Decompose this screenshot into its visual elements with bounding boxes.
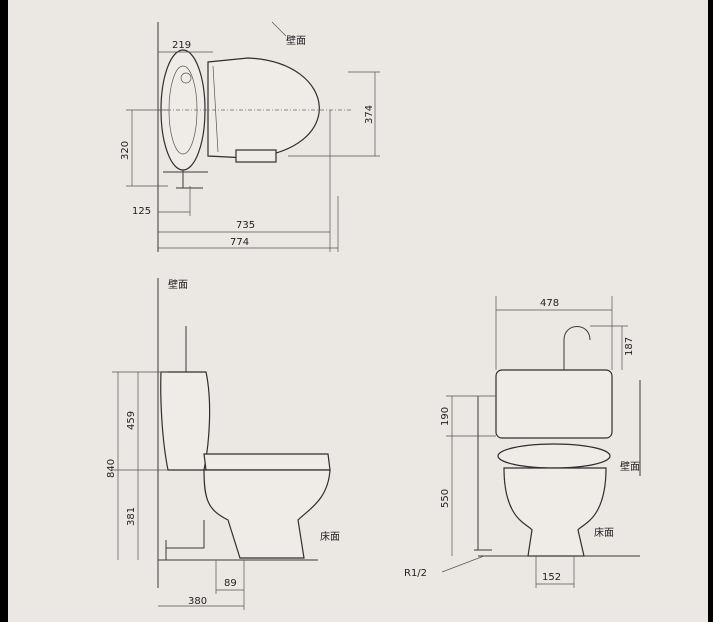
dim-374: 374	[364, 105, 375, 124]
dim-381: 381	[126, 507, 137, 526]
bowl-front	[503, 467, 607, 557]
seat-front	[497, 443, 611, 469]
pipe-front	[474, 396, 492, 551]
dim-190: 190	[440, 407, 451, 426]
bowl-side	[203, 469, 331, 559]
control-panel-top	[235, 149, 277, 163]
drawing-sheet: 壁面 219 374 320 125 735	[8, 0, 708, 622]
dim-550: 550	[440, 489, 451, 508]
top-wall-leader	[271, 21, 287, 37]
side-wall-label: 壁面	[168, 278, 188, 291]
front-floor-label: 床面	[594, 526, 614, 539]
faucet-top	[180, 72, 192, 84]
dim-89: 89	[224, 578, 237, 589]
top-view: 壁面 219 374 320 125 735	[120, 21, 380, 252]
dim-459: 459	[126, 411, 137, 430]
dim-478: 478	[540, 298, 559, 309]
seat-side	[203, 453, 331, 471]
pipe-leader	[441, 555, 485, 573]
pipe-label: R1/2	[404, 568, 427, 579]
side-floor-label: 床面	[320, 530, 340, 543]
dim-840: 840	[106, 459, 117, 478]
front-view: 壁面 床面 R1/2 478 187 190 550 152	[404, 296, 641, 588]
dim-187: 187	[624, 337, 635, 356]
faucet-front	[563, 326, 591, 370]
dim-320: 320	[120, 141, 131, 160]
technical-drawing: 壁面 219 374 320 125 735	[106, 21, 641, 610]
seat-top	[207, 57, 320, 159]
dim-125: 125	[132, 206, 151, 217]
pipes-top	[163, 170, 208, 189]
tank-front	[495, 369, 613, 439]
tank-side	[160, 371, 211, 471]
dim-380: 380	[188, 596, 207, 607]
dim-152: 152	[542, 572, 561, 583]
dim-774: 774	[230, 237, 249, 248]
dim-735: 735	[236, 220, 255, 231]
seat-hinge	[212, 65, 219, 153]
top-wall-label: 壁面	[286, 34, 306, 47]
front-wall-label: 壁面	[620, 460, 640, 473]
dim-219: 219	[172, 40, 191, 51]
side-view: 壁面 床面 840 459 381 89 380	[106, 278, 340, 610]
pipes-side	[165, 520, 205, 560]
